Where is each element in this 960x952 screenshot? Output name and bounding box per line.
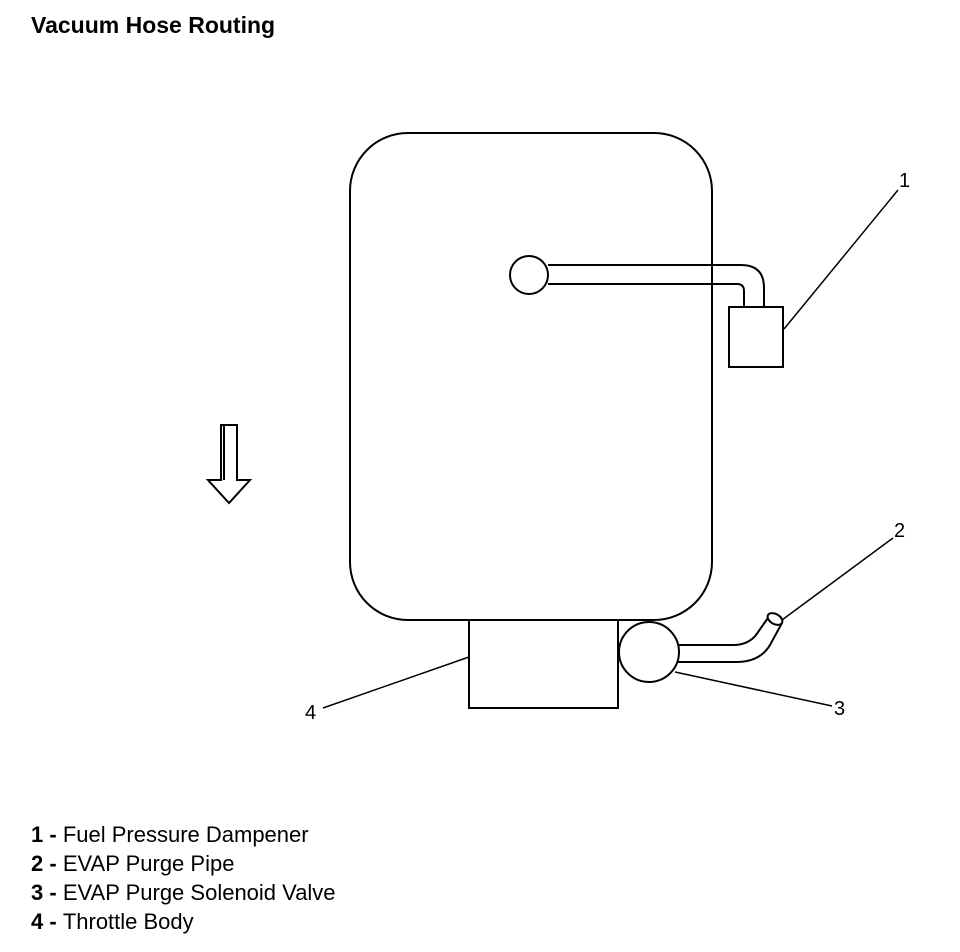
legend-item: 4 - Throttle Body [31, 907, 336, 936]
evap-purge-solenoid-valve [618, 621, 680, 683]
legend-number: 3 [31, 880, 44, 905]
callout-3: 3 [834, 698, 845, 720]
legend-text: Throttle Body [62, 909, 194, 934]
leader-line-3 [674, 671, 833, 707]
legend: 1 - Fuel Pressure Dampener 2 - EVAP Purg… [31, 820, 336, 936]
leader-line-1 [783, 189, 899, 330]
callout-4: 4 [305, 702, 316, 724]
legend-number: 1 [31, 822, 44, 847]
leader-line-4 [322, 656, 470, 709]
legend-text: EVAP Purge Pipe [62, 851, 235, 876]
down-arrow-icon [205, 424, 253, 505]
leader-line-2 [781, 537, 894, 621]
legend-text: EVAP Purge Solenoid Valve [62, 880, 336, 905]
vacuum-hose-dampener [548, 264, 765, 307]
legend-separator: - [43, 851, 63, 876]
legend-item: 2 - EVAP Purge Pipe [31, 849, 336, 878]
legend-text: Fuel Pressure Dampener [62, 822, 309, 847]
vacuum-port [509, 255, 549, 295]
legend-item: 1 - Fuel Pressure Dampener [31, 820, 336, 849]
intake-plenum [349, 132, 713, 621]
throttle-body [468, 619, 619, 709]
callout-2: 2 [894, 520, 905, 542]
fuel-pressure-dampener [728, 306, 784, 368]
diagram-title: Vacuum Hose Routing [31, 12, 276, 38]
legend-item: 3 - EVAP Purge Solenoid Valve [31, 878, 336, 907]
evap-purge-hose [678, 614, 771, 646]
evap-purge-pipe-end [766, 612, 784, 626]
legend-separator: - [43, 822, 63, 847]
callout-1: 1 [899, 170, 910, 192]
legend-separator: - [43, 880, 63, 905]
legend-number: 4 [31, 909, 44, 934]
legend-number: 2 [31, 851, 44, 876]
legend-separator: - [43, 909, 63, 934]
